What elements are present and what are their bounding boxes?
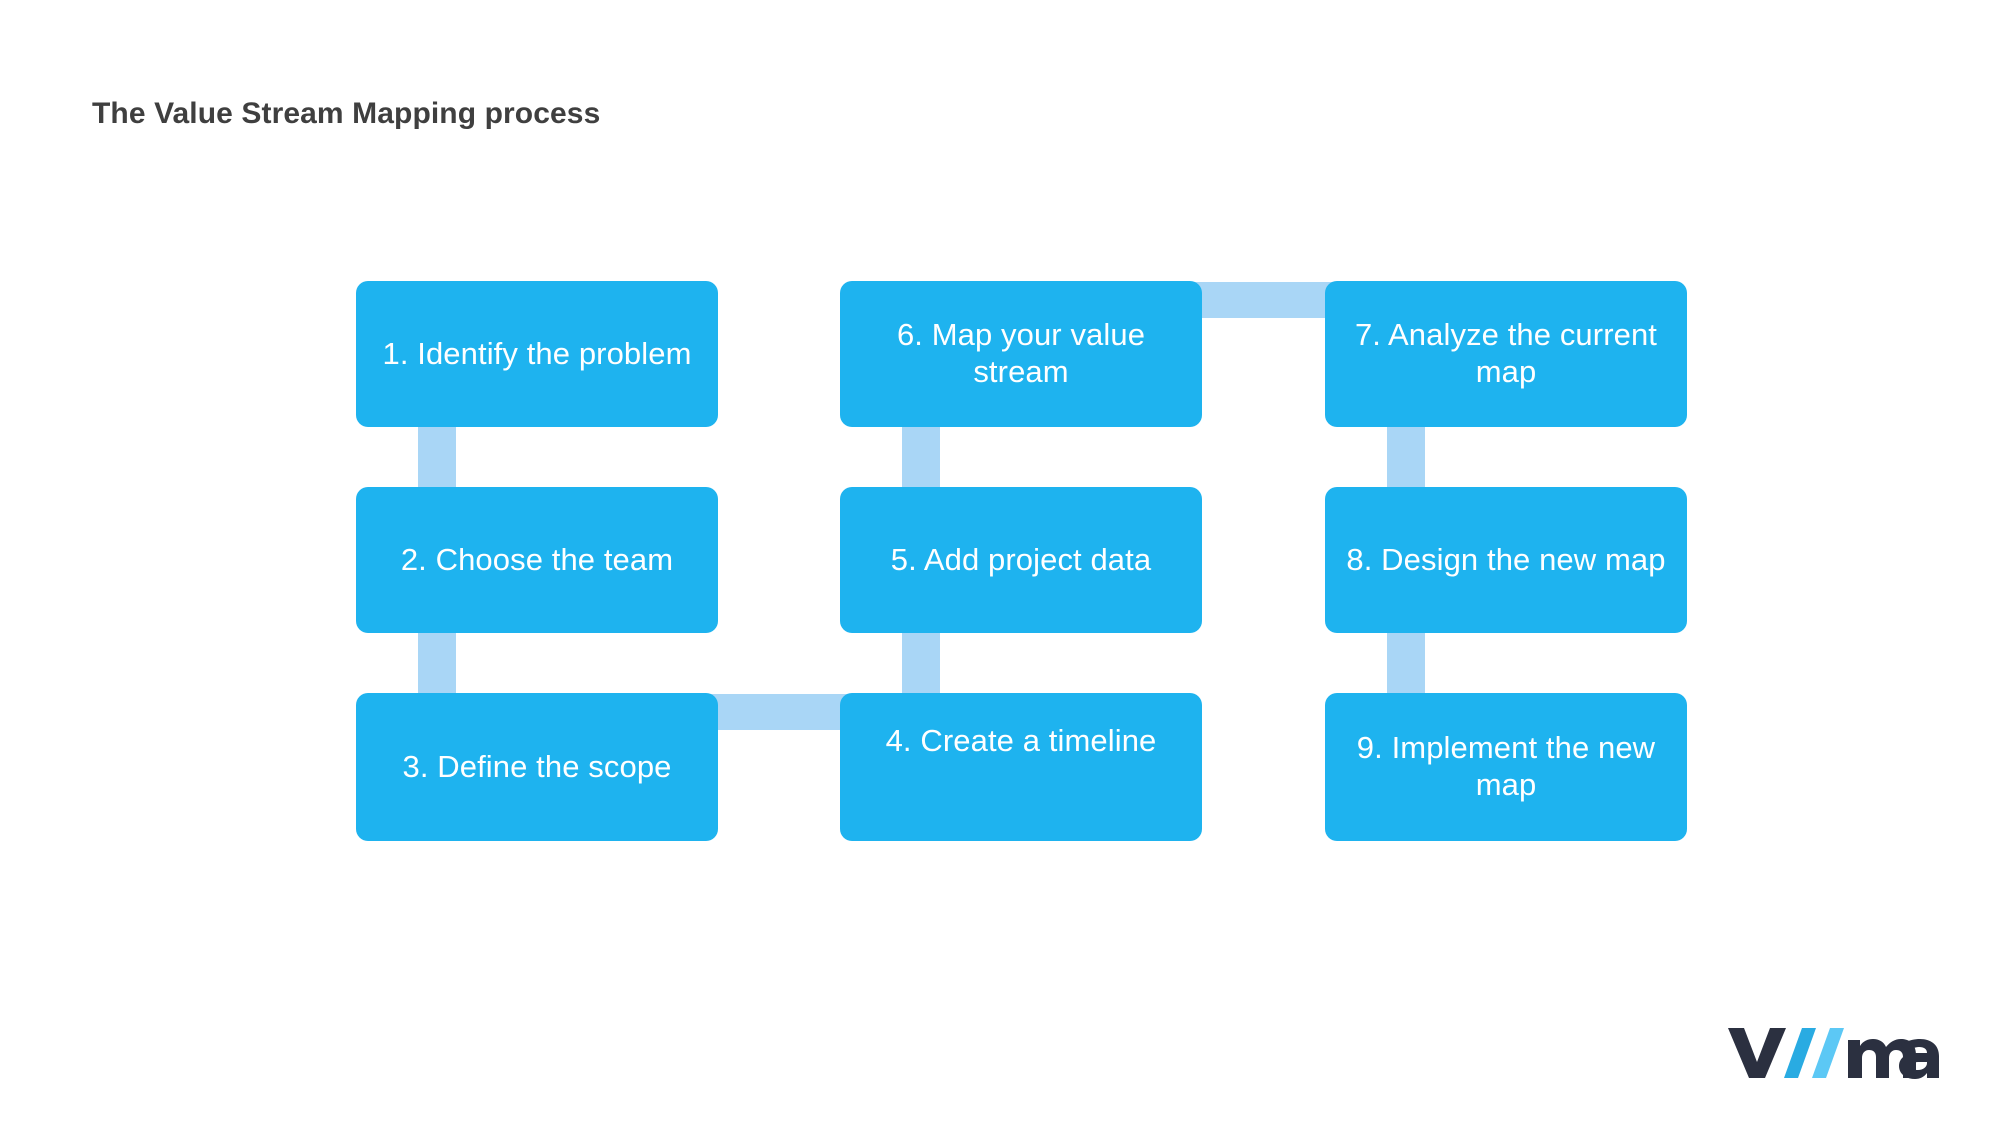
step-box-3-label: 3. Define the scope [402,748,672,784]
step-box-7-label: 7. Analyze the current map [1354,317,1658,389]
step-box-5[interactable]: 5. Add project data [840,487,1202,633]
step-box-9[interactable]: 9. Implement the new map [1325,693,1687,841]
step-box-8[interactable]: 8. Design the new map [1325,487,1687,633]
connector-step3-step4 [702,694,858,730]
step-box-4-label: 4. Create a timeline [885,723,1157,758]
step-box-6-label: 6. Map your value stream [896,317,1146,389]
page-title: The Value Stream Mapping process [92,97,601,130]
step-box-6[interactable]: 6. Map your value stream [840,281,1202,427]
step-box-2[interactable]: 2. Choose the team [356,487,718,633]
step-box-7[interactable]: 7. Analyze the current map [1325,281,1687,427]
step-box-2-label: 2. Choose the team [400,541,674,577]
step-box-1[interactable]: 1. Identify the problem [356,281,718,427]
viima-logo [1726,1008,1939,1084]
step-box-5-label: 5. Add project data [890,541,1152,577]
step-box-1-label: 1. Identify the problem [382,335,692,371]
step-box-3[interactable]: 3. Define the scope [356,693,718,841]
step-box-8-label: 8. Design the new map [1346,541,1666,577]
step-box-4[interactable]: 4. Create a timeline [840,693,1202,841]
connector-step6-step7 [1186,282,1342,318]
step-box-9-label: 9. Implement the new map [1356,730,1656,802]
